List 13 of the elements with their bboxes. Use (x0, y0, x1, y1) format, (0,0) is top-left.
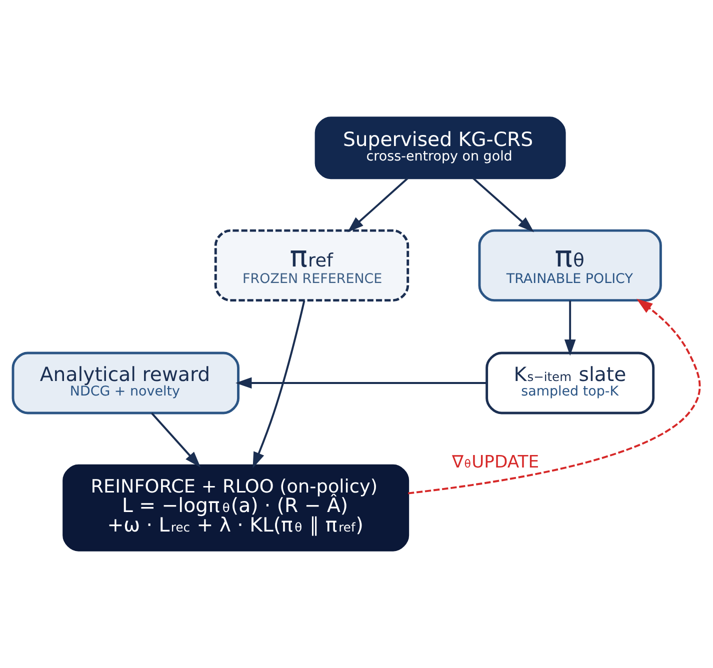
node-box: Analytical reward NDCG + novelty (12, 352, 240, 414)
node-box: Ks−item slate sampled top-K (486, 352, 655, 414)
arrow (236, 377, 487, 389)
arrow (472, 177, 534, 232)
arrow (252, 300, 306, 468)
arrow (564, 300, 576, 356)
arrow (151, 412, 201, 468)
arrow (347, 177, 408, 232)
node-box: Supervised KG-CRS cross-entropy on gold (314, 116, 566, 180)
node-box: πref FROZEN REFERENCE (214, 229, 410, 302)
node-box: πθ TRAINABLE POLICY (478, 229, 662, 302)
arrow (408, 298, 701, 494)
edge-label: ∇θUPDATE (452, 452, 540, 473)
